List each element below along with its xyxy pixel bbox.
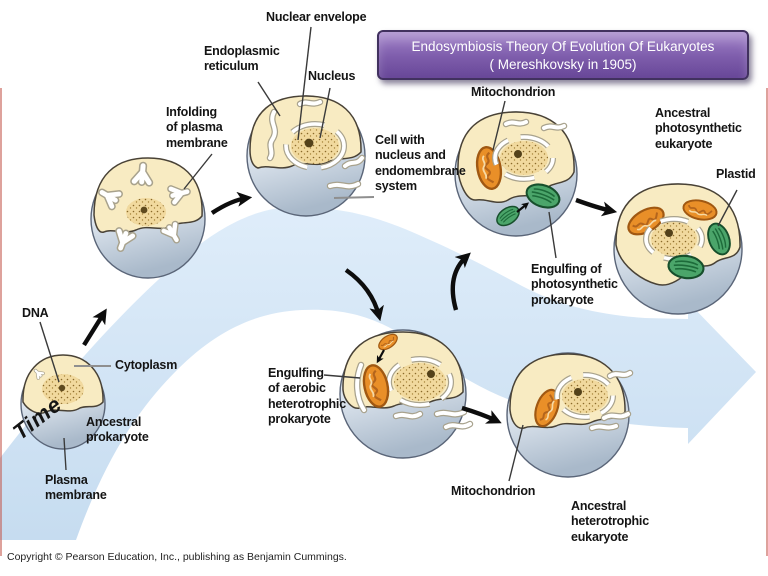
left-edge-line [0,88,2,556]
cell-with-nucleus [246,95,366,217]
flow-arrow-6 [461,405,502,424]
title-line-1: Endosymbiosis Theory Of Evolution Of Euk… [411,38,715,54]
flow-arrow-5 [575,197,618,217]
dna-region [126,198,166,226]
cell-ancestral-heterotrophic [506,352,634,478]
flow-arrow-3 [344,268,384,322]
label-mitochondrion-bottom: Mitochondrion [451,484,536,498]
cell-ancestral-photosynthetic [613,183,743,315]
engulf-arrow-icon [516,202,530,213]
cell-infolding [90,157,206,279]
label-mitochondrion-top: Mitochondrion [471,85,556,99]
cell-engulfing-aerobic [339,329,474,459]
label-engulfing-photosynthetic: Engulfing of photosynthetic prokaryote [531,262,618,307]
nucleus-shape [554,372,616,420]
endoplasmic-reticulum-shape [266,98,366,190]
title-banner: Endosymbiosis Theory Of Evolution Of Euk… [377,30,749,80]
endoplasmic-reticulum-shape [353,361,474,431]
label-engulfing-aerobic: Engulfing of aerobic heterotrophic proka… [268,366,346,426]
label-ancestral-photosynthetic: Ancestral photosynthetic eukaryote [655,106,742,151]
endoplasmic-reticulum-shape [588,369,634,432]
cell-ancestral-prokaryote [20,354,106,450]
dna-region [42,374,84,404]
label-cytoplasm: Cytoplasm [115,358,178,372]
nucleus-shape [386,356,454,408]
title-line-2: ( Mereshkovsky in 1905) [489,57,637,73]
flow-arrow-2 [210,191,253,215]
flow-arrow-1 [82,308,107,347]
endoplasmic-reticulum-shape [502,118,568,132]
label-endoplasmic-reticulum: Endoplasmic reticulum [204,44,280,74]
leader-lines [39,26,738,482]
flow-arrows [82,191,618,424]
label-plastid: Plastid [716,167,756,181]
label-ancestral-prokaryote: Ancestral prokaryote [86,415,149,445]
nucleus-shape [492,134,556,182]
label-cell-with-nucleus: Cell with nucleus and endomembrane syste… [375,133,466,193]
flow-arrow-4 [450,252,471,311]
copyright-text: Copyright © Pearson Education, Inc., pub… [7,551,347,563]
label-infolding: Infolding of plasma membrane [166,105,228,150]
right-edge-line [766,88,768,556]
label-ancestral-heterotrophic: Ancestral heterotrophic eukaryote [571,499,649,544]
nucleus-shape [283,121,347,171]
time-flow-band [0,206,756,540]
cell-engulfing-photosynthetic [454,111,578,237]
nucleus-shape [643,216,705,262]
engulf-arrow-icon [376,349,385,364]
label-dna: DNA [22,306,49,320]
label-nucleus: Nucleus [308,69,356,83]
label-plasma-membrane: Plasma membrane [45,473,107,503]
label-nuclear-envelope: Nuclear envelope [266,10,367,24]
